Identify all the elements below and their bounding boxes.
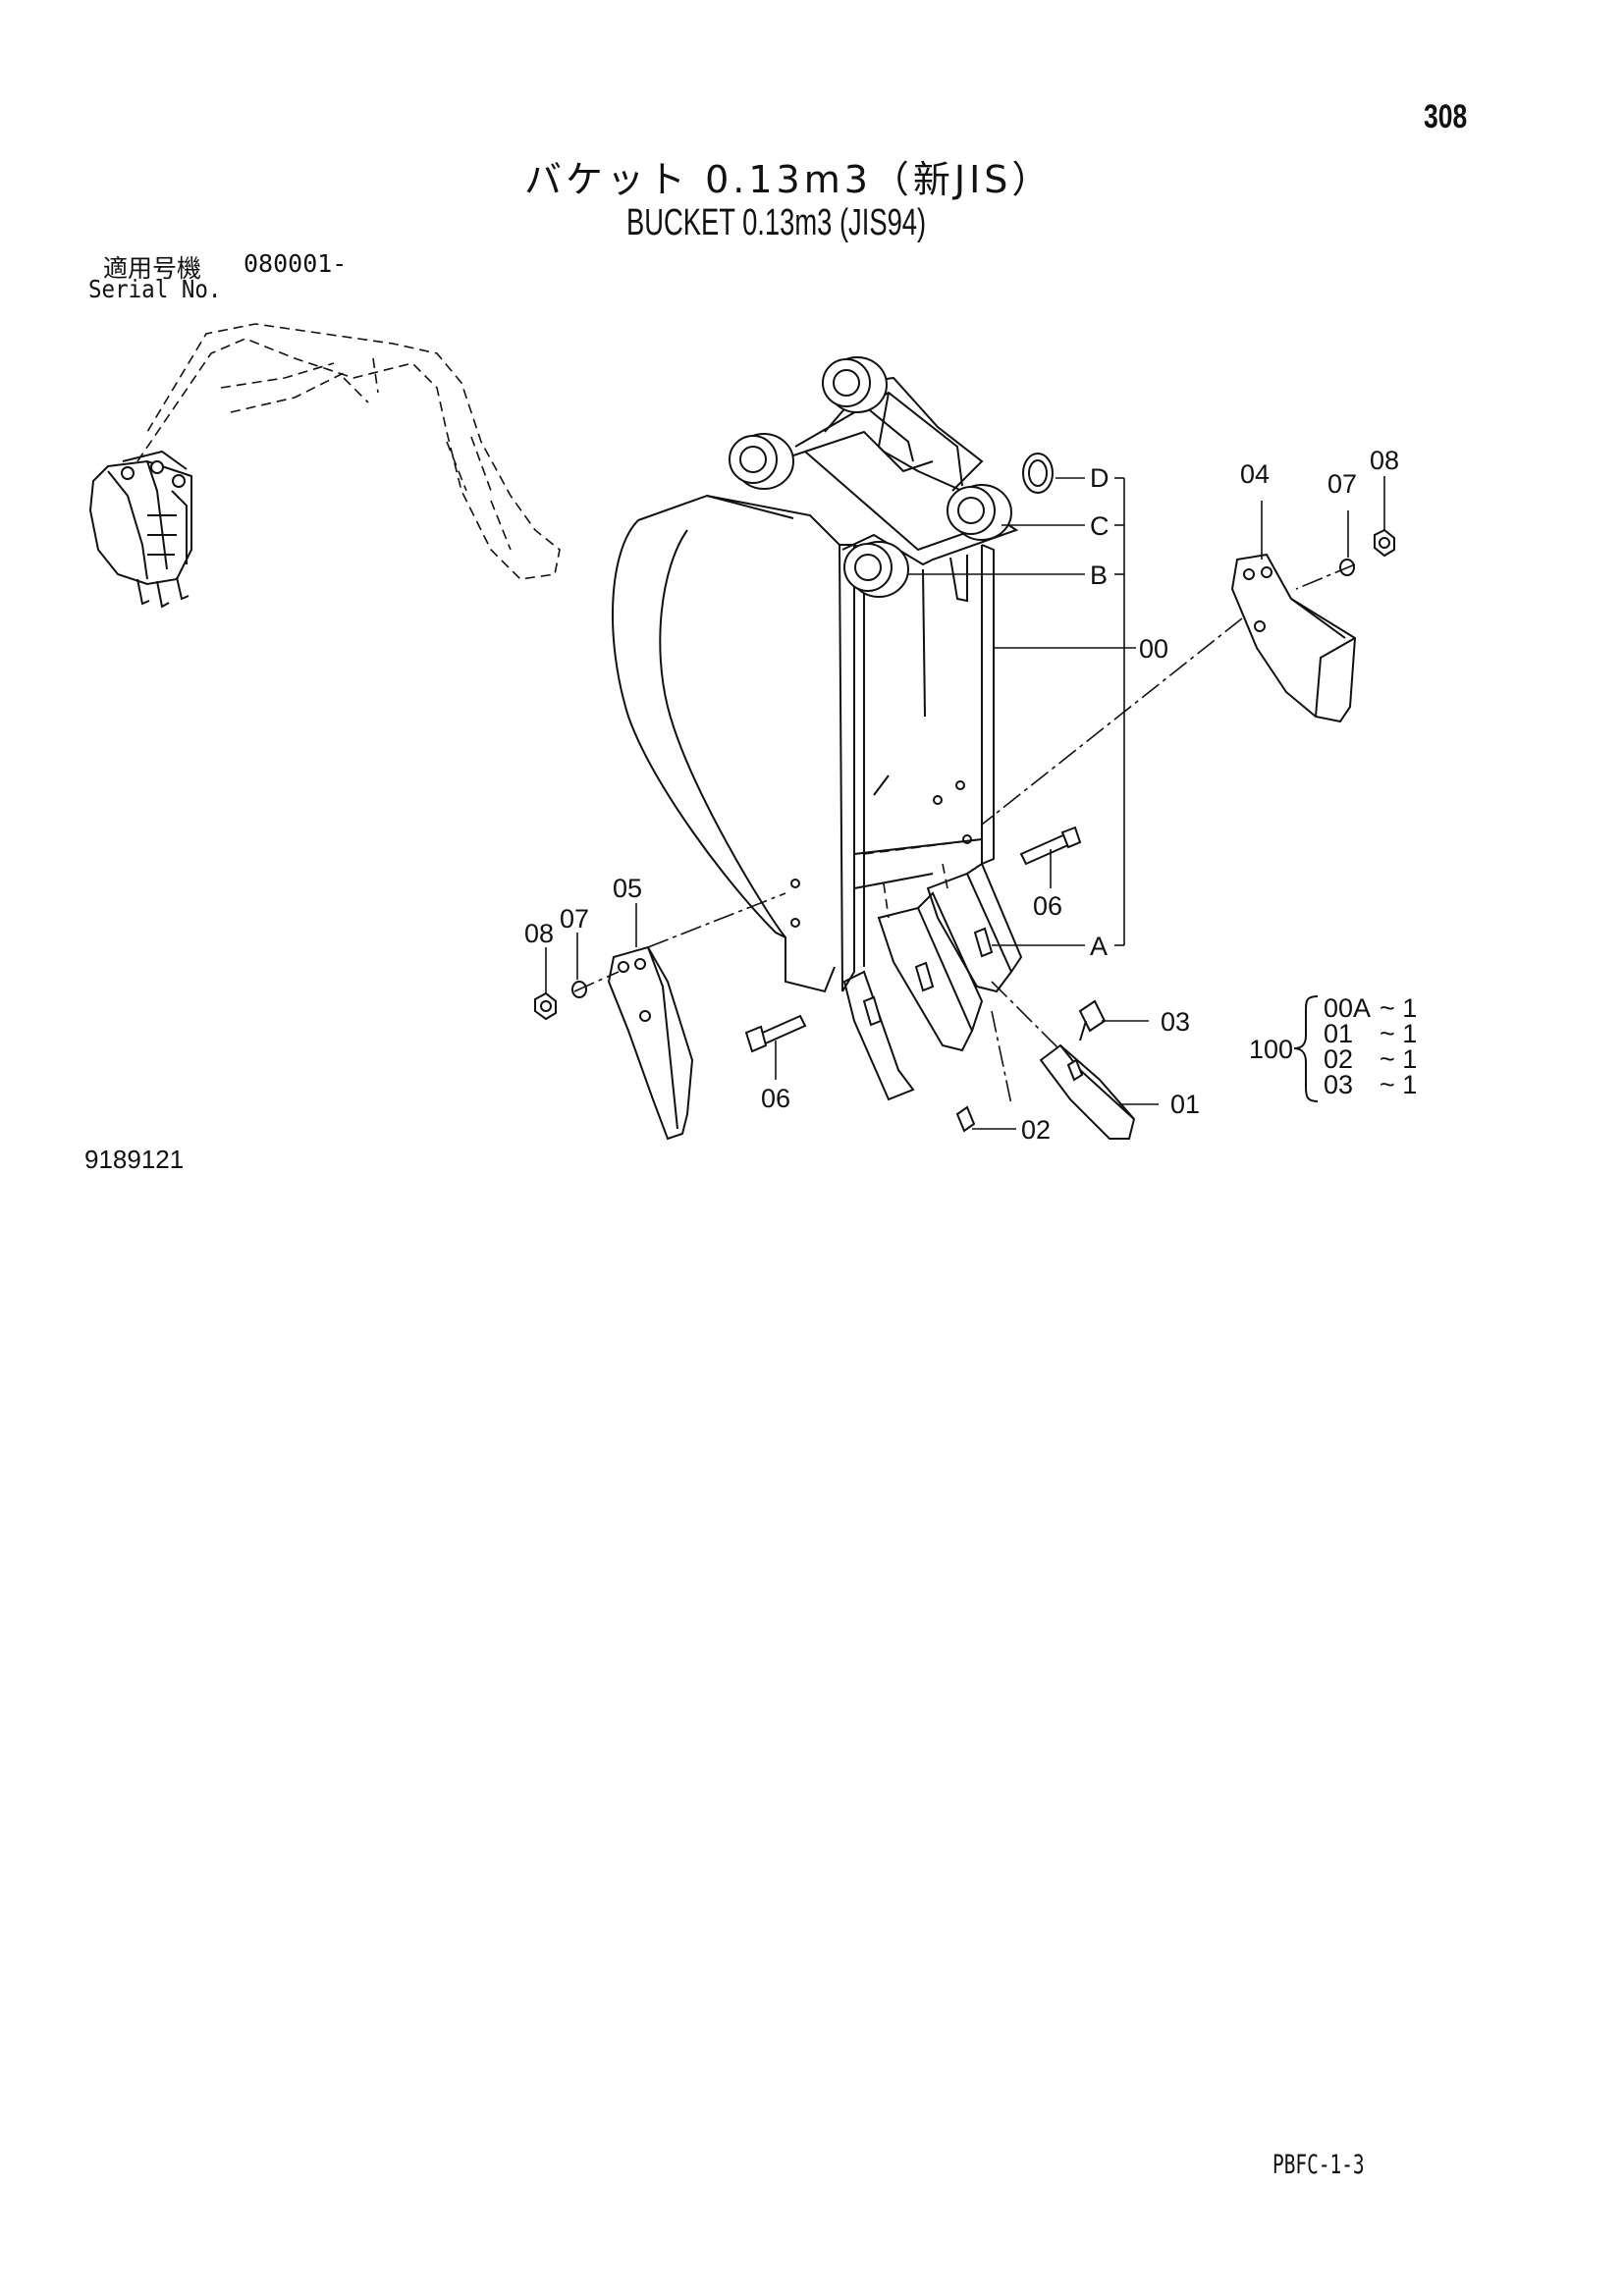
serial-label-japanese: 適用号機: [103, 254, 202, 283]
callout-d: D: [1090, 463, 1110, 493]
callout-06-left: 06: [761, 1084, 790, 1113]
tooth-exploded: [955, 981, 1159, 1140]
callout-03: 03: [1161, 1007, 1190, 1037]
callout-07-right: 07: [1327, 469, 1357, 499]
assembly-item-part: 00A: [1324, 993, 1371, 1023]
assembly-item-qty: ~ 1: [1380, 1044, 1417, 1074]
callout-07-left: 07: [560, 904, 589, 934]
callout-02: 02: [1021, 1115, 1051, 1145]
page-number: 308: [1424, 98, 1468, 135]
callout-05: 05: [613, 874, 642, 903]
callout-06-right: 06: [1033, 891, 1062, 921]
assembly-item-part: 01: [1324, 1019, 1353, 1048]
bucket-body: [612, 356, 1023, 1101]
callout-00: 00: [1139, 634, 1168, 664]
side-cutter-left: [534, 892, 786, 1141]
excavator-arm-thumbnail: [88, 323, 561, 609]
assembly-list: 00A ~ 1 01 ~ 1 02 ~ 1 03 ~ 1: [1324, 993, 1417, 1099]
assembly-item-qty: ~ 1: [1380, 1070, 1417, 1099]
sheet-code: PBFC-1-3: [1272, 2150, 1365, 2180]
callout-b: B: [1090, 561, 1108, 590]
callout-08-right: 08: [1370, 446, 1399, 475]
drawing-number: 9189121: [84, 1145, 185, 1174]
assembly-item-part: 02: [1324, 1044, 1353, 1074]
bolt-right: [1019, 826, 1082, 888]
side-cutter-right: [981, 476, 1395, 826]
assembly-item-part: 03: [1324, 1070, 1353, 1099]
callout-c: C: [1090, 511, 1110, 541]
title-english: BUCKET 0.13m3 (JIS94): [626, 202, 927, 243]
callout-08-left: 08: [524, 919, 554, 948]
assembly-brace: [1293, 995, 1319, 1102]
callout-01: 01: [1170, 1090, 1200, 1119]
title-japanese: バケット 0.13m3（新JIS）: [524, 158, 1054, 201]
assembly-number: 100: [1249, 1035, 1293, 1064]
callout-a: A: [1090, 932, 1108, 961]
assembly-item-qty: ~ 1: [1380, 1019, 1417, 1048]
callout-04: 04: [1240, 459, 1270, 489]
serial-label-english: Serial No.: [88, 275, 222, 303]
assembly-item-qty: ~ 1: [1380, 993, 1417, 1023]
serial-number: 080001-: [244, 249, 348, 278]
bolt-left: [744, 1014, 807, 1080]
